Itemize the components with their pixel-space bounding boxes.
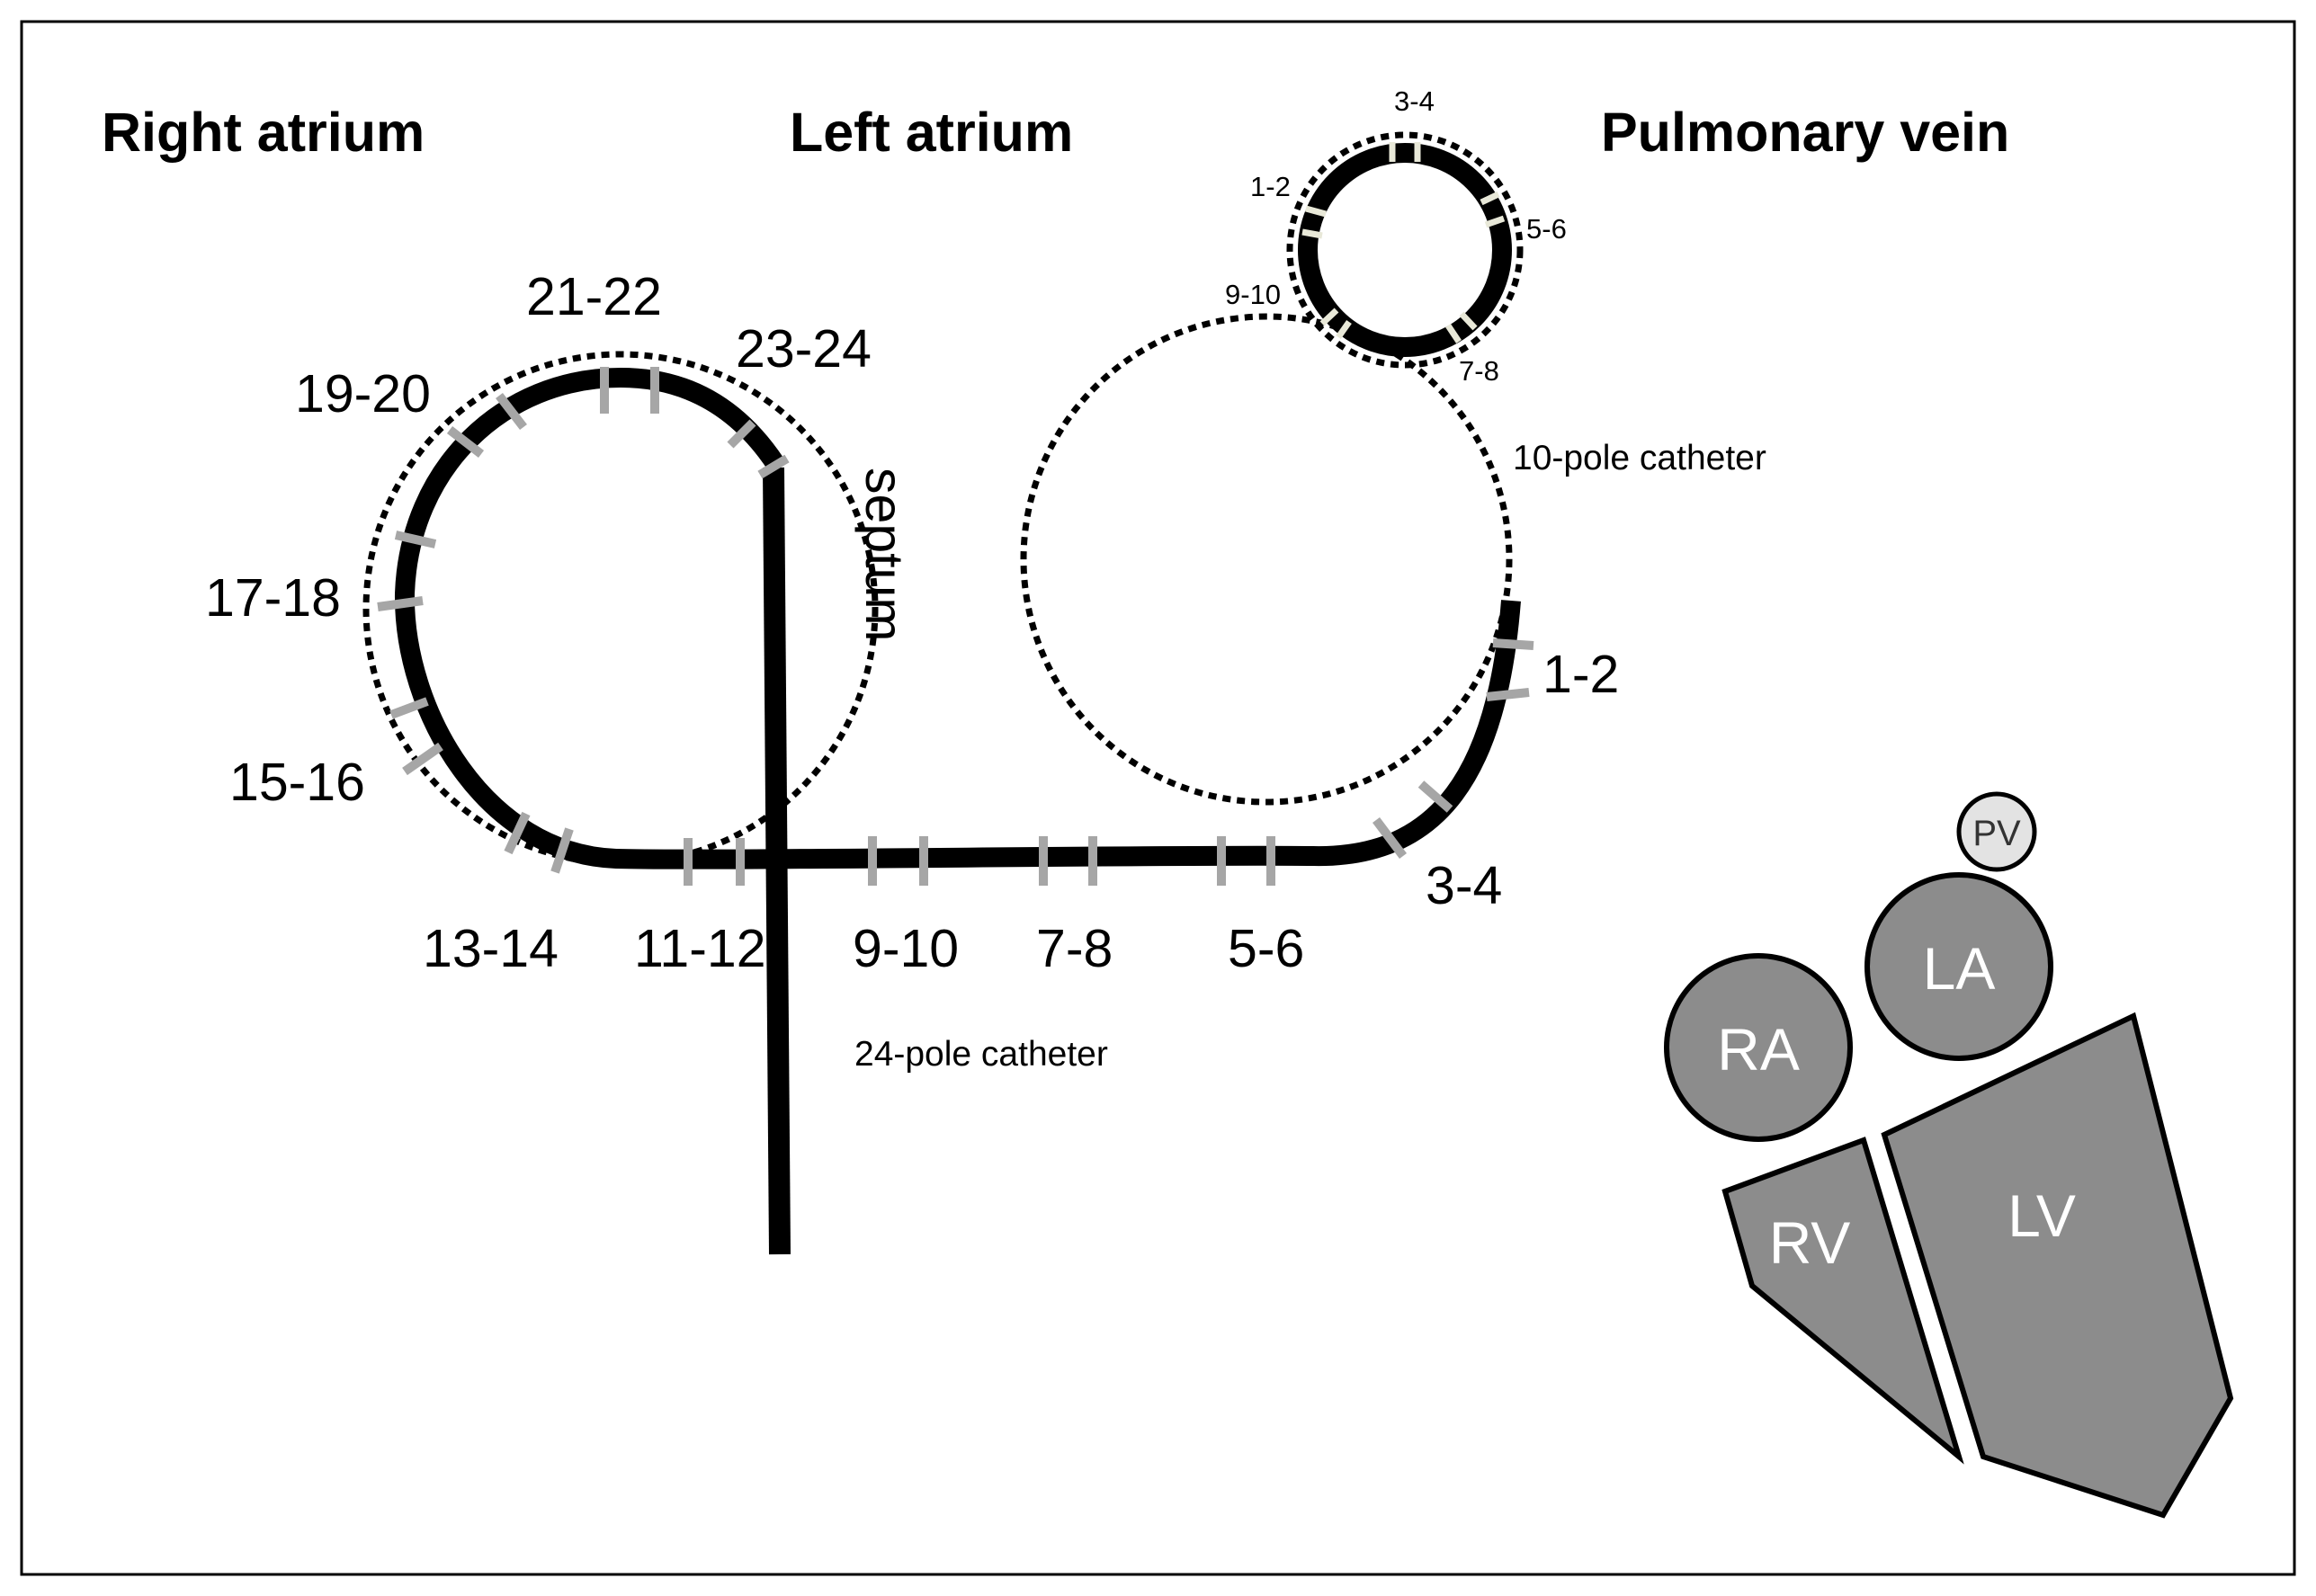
- rv-chamber-label: RV: [1769, 1209, 1851, 1276]
- right-atrium-outline: [362, 351, 879, 867]
- la-chamber: [1864, 872, 2053, 1061]
- heading-right-atrium: Right atrium: [102, 102, 425, 163]
- heading-left-atrium: Left atrium: [790, 102, 1073, 163]
- pv-electrode-label-7-8: 7-8: [1459, 355, 1499, 387]
- heart-schematic: PV LA RA RV LV: [1664, 791, 2234, 1519]
- left-atrium-outline: [1020, 313, 1513, 806]
- electrode-label-23-24: 23-24: [736, 319, 872, 379]
- pv-electrode-label-5-6: 5-6: [1526, 213, 1567, 245]
- electrode-label-7-8: 7-8: [1036, 919, 1113, 978]
- catheter-24-electrodes: [377, 367, 1534, 886]
- pulmonary-vein-outline: [1286, 131, 1524, 369]
- catheter-10-electrodes: [1301, 142, 1506, 343]
- ra-chamber: [1664, 953, 1853, 1142]
- lv-chamber-label: LV: [2007, 1182, 2076, 1249]
- electrode-label-9-10: 9-10: [853, 919, 959, 978]
- catheter-shaft: [763, 467, 791, 1255]
- catheter-10-pole-ring: [1298, 143, 1512, 357]
- la-chamber-label: LA: [1923, 935, 1996, 1002]
- pv-electrode-label-1-2: 1-2: [1250, 171, 1291, 202]
- electrode-label-1-2: 1-2: [1543, 645, 1619, 704]
- ra-chamber-label: RA: [1717, 1016, 1800, 1083]
- electrode-label-17-18: 17-18: [205, 568, 341, 628]
- electrode-label-13-14: 13-14: [423, 919, 559, 978]
- electrode-label-21-22: 21-22: [526, 267, 662, 326]
- electrode-label-11-12: 11-12: [634, 919, 766, 978]
- pv-chamber-label: PV: [1972, 814, 2021, 853]
- septum-label: septum: [854, 468, 914, 641]
- pv-chamber: [1956, 791, 2037, 872]
- electrode-label-5-6: 5-6: [1228, 919, 1304, 978]
- heading-pulmonary-vein: Pulmonary vein: [1601, 102, 2009, 163]
- pv-electrode-label-3-4: 3-4: [1394, 85, 1435, 117]
- rv-chamber: [1721, 1137, 1964, 1465]
- catheter-10-pole-label: 10-pole catheter: [1513, 439, 1766, 477]
- electrode-label-15-16: 15-16: [229, 753, 365, 812]
- electrode-label-19-20: 19-20: [295, 364, 431, 424]
- pv-electrode-label-9-10: 9-10: [1225, 279, 1281, 310]
- electrode-label-3-4: 3-4: [1426, 856, 1502, 915]
- catheter-24-pole-label: 24-pole catheter: [854, 1035, 1108, 1074]
- catheter-24-pole-body: [394, 367, 1521, 869]
- catheter-24-labels: 1-2 3-4 5-6 7-8 9-10 11-12 13-14 15-16 1…: [205, 267, 1619, 978]
- catheter-10-labels: 1-2 3-4 5-6 7-8 9-10: [1225, 85, 1567, 387]
- lv-chamber: [1881, 1012, 2234, 1519]
